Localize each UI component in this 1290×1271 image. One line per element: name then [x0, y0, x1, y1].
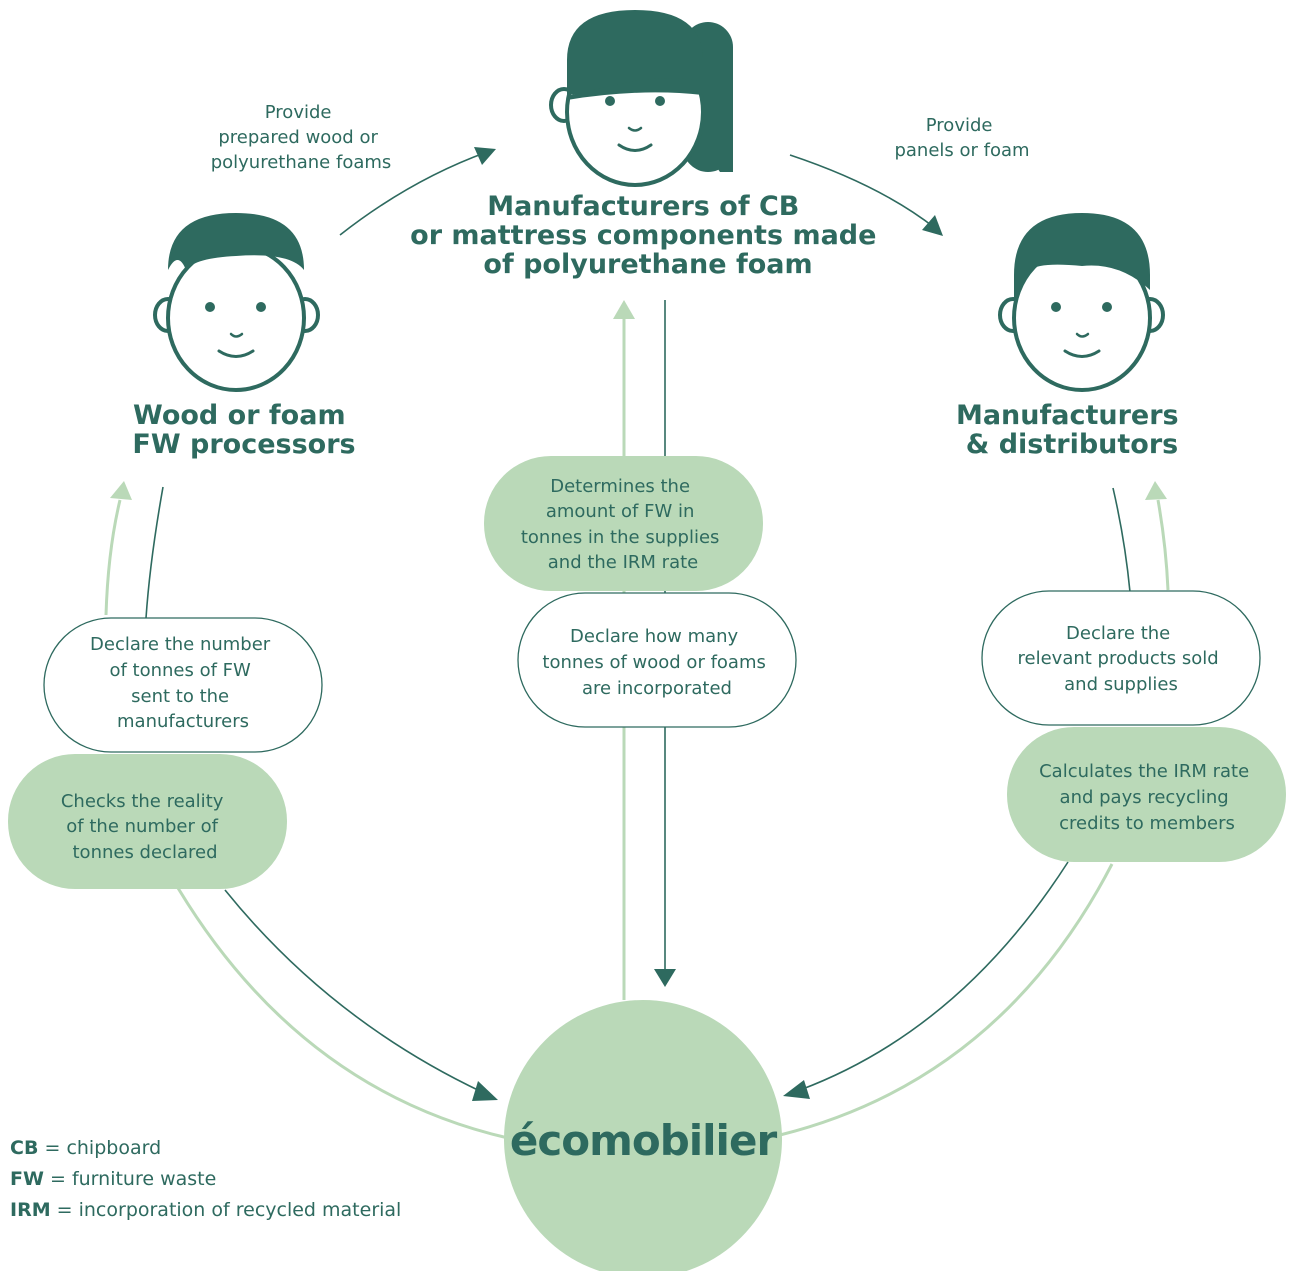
man-face-icon: [153, 213, 320, 392]
center-determine-box: Determines the amount of FW in tonnes in…: [484, 456, 763, 591]
left-line-light-up: [104, 499, 122, 616]
left-line-dark: [145, 486, 164, 619]
svg-text:Declare the relevant pro: Declare the relevant products sold and s…: [1018, 623, 1225, 695]
arrow-left-to-center: [339, 151, 488, 236]
man-face-icon: [998, 213, 1165, 392]
legend-item-irm: IRM = incorporation of recycled material: [10, 1199, 402, 1221]
flow-label-center-to-right: Provide panels or foam: [894, 115, 1029, 161]
ecomobilier-hub: écomobilier: [504, 1000, 782, 1271]
arrowhead-left-to-center: [474, 147, 496, 165]
arrowhead-center-to-right: [922, 215, 943, 236]
arrowhead-center-down: [654, 969, 676, 987]
right-calc-box: Calculates the IRM rate and pays recycli…: [1007, 727, 1286, 862]
ecomobilier-logo: écomobilier: [510, 1116, 778, 1165]
left-check-box: Checks the reality of the number of tonn…: [8, 754, 287, 889]
arrowhead-right-to-hub: [783, 1080, 810, 1099]
left-arc-light: [176, 887, 509, 1140]
left-declare-box: Declare the number of tonnes of FW sent …: [43, 617, 323, 753]
right-arc-light: [779, 863, 1114, 1137]
right-line-light-up: [1156, 499, 1170, 591]
left-actor-title: Wood or foam FW processors: [132, 400, 355, 460]
center-declare-box: Declare how many tonnes of wood or foams…: [517, 592, 797, 728]
svg-text:Determines the amount of: Determines the amount of FW in tonnes in…: [521, 476, 725, 573]
left-line-to-hub: [224, 889, 483, 1093]
right-declare-box: Declare the relevant products sold and s…: [981, 590, 1261, 726]
arrowhead-right-up: [1145, 481, 1167, 500]
svg-text:Checks the reality of th: Checks the reality of the number of tonn…: [61, 791, 229, 863]
arrowhead-center-up: [613, 300, 635, 319]
svg-text:Calculates the IRM rate: Calculates the IRM rate and pays recycli…: [1039, 761, 1255, 834]
center-actor-title: Manufacturers of CB or mattress componen…: [410, 191, 886, 280]
abbreviation-legend: CB = chipboard FW = furniture waste IRM …: [10, 1133, 401, 1226]
right-line-to-hub: [799, 861, 1069, 1091]
right-line-dark: [1112, 487, 1131, 593]
woman-face-icon: [549, 10, 733, 187]
legend-item-cb: CB = chipboard: [10, 1137, 162, 1159]
arrowhead-left-to-hub: [472, 1081, 498, 1101]
svg-text:Declare how many tonnes: Declare how many tonnes of wood or foams…: [542, 626, 771, 699]
right-actor-title: Manufacturers & distributors: [956, 400, 1188, 460]
arrow-center-to-right: [789, 154, 936, 229]
svg-text:Declare the number of to: Declare the number of tonnes of FW sent …: [90, 634, 276, 732]
flow-label-left-to-center: Provide prepared wood or polyurethane fo…: [211, 102, 392, 173]
legend-item-fw: FW = furniture waste: [10, 1168, 217, 1190]
arrowhead-left-up: [110, 481, 132, 500]
